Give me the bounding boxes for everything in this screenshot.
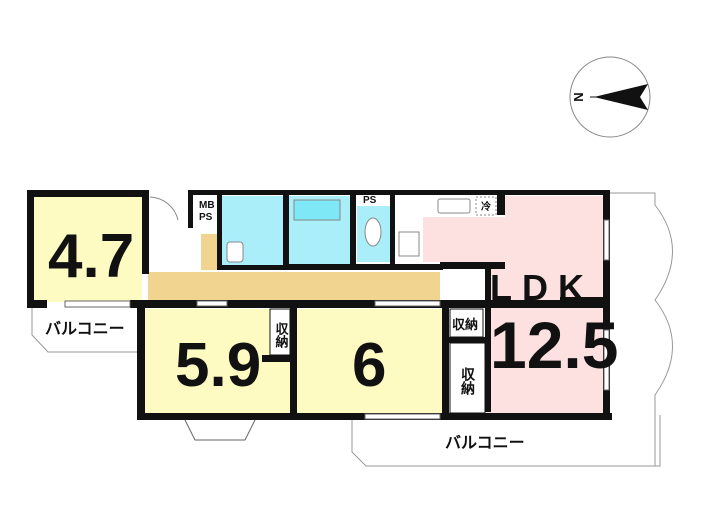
- balcony-south-label: バルコニー: [445, 433, 525, 452]
- mbps-label-line2: PS: [199, 212, 213, 223]
- washbasin-icon: [226, 241, 244, 263]
- storage-label-3: 収納: [459, 366, 475, 396]
- room-east-floor: [297, 309, 445, 414]
- fridge-space: [475, 196, 497, 216]
- compass-north-label: N: [571, 92, 586, 101]
- closets: [269, 308, 486, 414]
- storage-label-2: 収納: [452, 317, 478, 333]
- ldk-name: LDK: [490, 267, 594, 308]
- mbps-label-line1: MB: [199, 200, 215, 211]
- room-middle-size: 5.9: [175, 331, 261, 400]
- balcony-south: [351, 415, 661, 467]
- room-east-size: 6: [352, 331, 386, 400]
- balconies: [31, 192, 673, 467]
- windows: [64, 219, 610, 441]
- stove-icon: [398, 231, 420, 257]
- entrance-door-icon: [149, 196, 179, 221]
- storage-label-1: 収納: [273, 322, 289, 349]
- bathtub-icon: [293, 199, 341, 221]
- toilet-icon: [364, 217, 382, 247]
- room-west-size: 4.7: [48, 222, 134, 291]
- room-west-floor: [34, 196, 142, 302]
- balcony-east: [607, 192, 673, 467]
- balcony-west-label: バルコニー: [45, 319, 125, 338]
- kitchen-sink-icon: [437, 198, 471, 214]
- compass-north-arrow-icon: [590, 84, 648, 110]
- compass: N: [569, 56, 651, 138]
- fixtures: [149, 196, 497, 263]
- fridge-label: 冷: [481, 200, 491, 213]
- ldk-size: 12.5: [490, 308, 618, 382]
- ps-label: PS: [363, 195, 377, 206]
- corridor-floor: [148, 234, 440, 302]
